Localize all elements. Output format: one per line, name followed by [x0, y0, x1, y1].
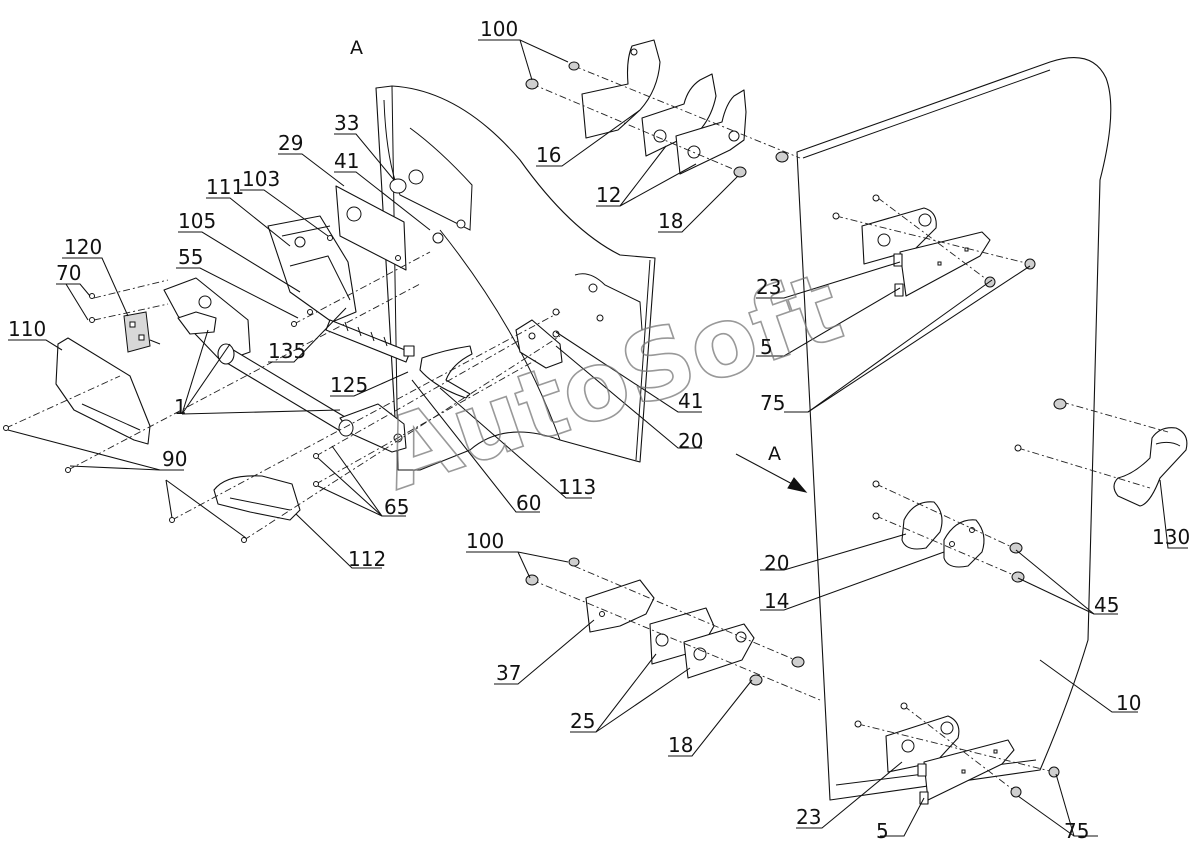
plate-20-lower	[901, 501, 943, 550]
inner-handle-113	[419, 345, 473, 399]
hinge-5-lower	[917, 739, 1015, 805]
callout-37: 37	[496, 661, 521, 685]
callout-16: 16	[536, 143, 561, 167]
assembly-lines	[5, 65, 1169, 793]
callout-25: 25	[570, 709, 595, 733]
callout-10: 10	[1116, 691, 1141, 715]
callout-110: 110	[8, 317, 46, 341]
hinge-plate-12a	[641, 73, 717, 157]
hinge-plate-37	[585, 579, 655, 633]
callout-33: 33	[334, 111, 359, 135]
view-direction-arrow	[735, 453, 808, 493]
hinge-plate-12b	[675, 89, 747, 175]
callout-5-upper: 5	[760, 335, 773, 359]
callout-23-lower: 23	[796, 805, 821, 829]
callout-105: 105	[178, 209, 216, 233]
callout-18: 18	[658, 209, 683, 233]
callout-55: 55	[178, 245, 203, 269]
callout-130: 130	[1152, 525, 1190, 549]
hinge-23-lower	[885, 715, 960, 773]
fasteners	[3, 61, 1067, 798]
callout-65: 65	[384, 495, 409, 519]
callout-75-upper: 75	[760, 391, 785, 415]
callout-14: 14	[764, 589, 789, 613]
callout-41: 41	[334, 149, 359, 173]
hinge-23-upper	[861, 207, 937, 265]
callout-100: 100	[480, 17, 518, 41]
plate-29	[335, 185, 407, 271]
leader-lines	[7, 39, 1188, 837]
cover-112	[213, 475, 301, 521]
callout-45: 45	[1094, 593, 1119, 617]
callout-112: 112	[348, 547, 386, 571]
callout-125: 125	[330, 373, 368, 397]
callout-75-lower: 75	[1064, 819, 1089, 843]
callout-90: 90	[162, 447, 187, 471]
plate-14	[943, 519, 985, 568]
plate-20-upper	[515, 319, 563, 369]
callout-23-upper: 23	[756, 275, 781, 299]
view-label-a-arrow: A	[768, 443, 781, 465]
callout-29: 29	[278, 131, 303, 155]
hinge-5-upper	[893, 231, 991, 297]
washer-33	[389, 178, 407, 194]
outer-handle-130	[1113, 427, 1188, 507]
lock-mechanism-120	[123, 311, 161, 353]
callout-20-lower: 20	[764, 551, 789, 575]
callout-20-upper: 20	[678, 429, 703, 453]
callout-60: 60	[516, 491, 541, 515]
callout-18-lower: 18	[668, 733, 693, 757]
callout-103: 103	[242, 167, 280, 191]
callout-12: 12	[596, 183, 621, 207]
door-panel	[796, 57, 1112, 801]
callout-41-lower: 41	[678, 389, 703, 413]
latch-housing-111	[267, 215, 357, 323]
callout-1: 1	[174, 395, 187, 419]
cover-110	[55, 337, 151, 445]
callout-135: 135	[268, 339, 306, 363]
callout-113: 113	[558, 475, 596, 499]
callout-100-lower: 100	[466, 529, 504, 553]
callout-70: 70	[56, 261, 81, 285]
view-label-a-top: A	[350, 37, 363, 59]
callout-5-lower: 5	[876, 819, 889, 843]
callout-111: 111	[206, 175, 244, 199]
callout-120: 120	[64, 235, 102, 259]
callout-labels: 100 16 12 18 33 29 41 111 103 105 120 55…	[8, 17, 1190, 843]
